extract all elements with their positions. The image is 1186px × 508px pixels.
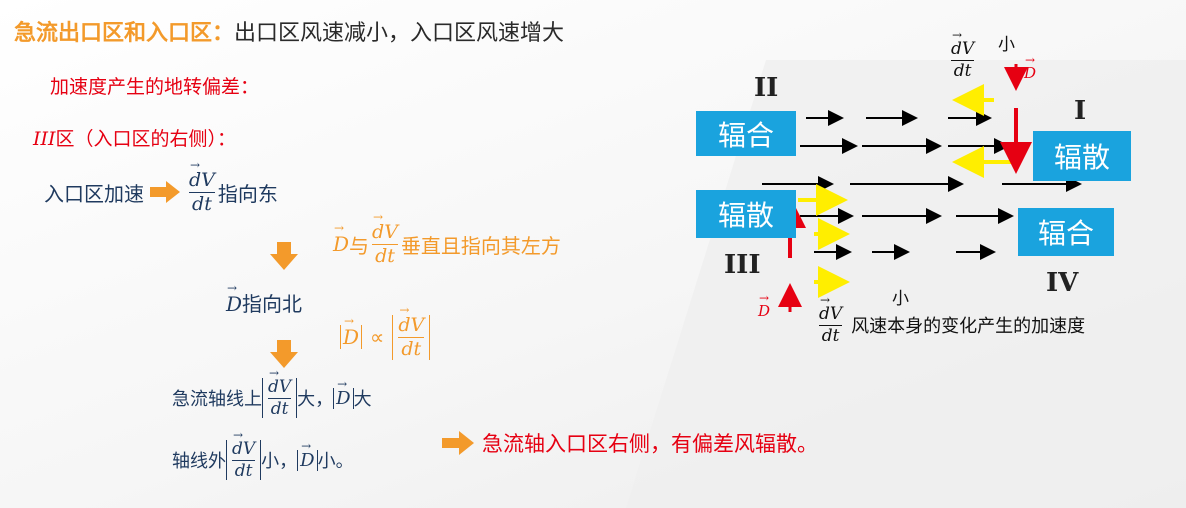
d-label-top: D bbox=[1024, 53, 1036, 82]
d-label-bottom: D bbox=[758, 291, 770, 320]
dv-numerator: dV bbox=[819, 294, 842, 324]
dv-denominator: dt bbox=[401, 337, 422, 360]
step2-mid: 与 bbox=[349, 233, 370, 258]
small-label-top: 小 bbox=[998, 35, 1015, 55]
step6-suffix: 小。 bbox=[317, 451, 354, 473]
convergence-box-bottomright: 辐合 bbox=[1018, 208, 1114, 256]
step5-suffix: 大 bbox=[353, 389, 372, 411]
region-i-label: I bbox=[1074, 96, 1087, 126]
step-6: 轴线外 dV dt 小， D 小。 bbox=[172, 429, 354, 481]
dv-denominator: dt bbox=[234, 460, 253, 481]
divergence-box-topright: 辐散 bbox=[1033, 131, 1131, 181]
abs-d: D bbox=[297, 439, 318, 471]
dv-numerator: dV bbox=[189, 159, 215, 191]
abs-d: D bbox=[333, 377, 354, 409]
abs-dv-dt: dV dt bbox=[262, 367, 298, 419]
legend: dV dt 风速本身的变化产生的加速度 bbox=[816, 294, 1086, 346]
d-symbol: D bbox=[226, 281, 242, 316]
proportional-symbol: ∝ bbox=[370, 325, 385, 350]
d-symbol: D bbox=[1024, 53, 1036, 82]
step-4: D ∝ dV dt bbox=[340, 304, 431, 360]
small-label-bottom: 小 bbox=[892, 289, 909, 309]
subtitle: 加速度产生的地转偏差： bbox=[50, 76, 260, 98]
step-1: 入口区加速 dV dt 指向东 bbox=[44, 159, 278, 215]
region-ii-label: II bbox=[754, 73, 779, 103]
step6-prefix: 轴线外 bbox=[172, 451, 226, 473]
step5-mid: 大， bbox=[297, 389, 334, 411]
dv-denominator: dt bbox=[192, 192, 212, 215]
arrow-right-icon bbox=[150, 181, 180, 204]
dv-numerator: dV bbox=[232, 429, 255, 459]
title-rest: 出口区风速减小，入口区风速增大 bbox=[234, 21, 565, 46]
step-3: D指向北 bbox=[226, 281, 303, 317]
conclusion: 急流轴入口区右侧，有偏差风辐散。 bbox=[440, 428, 818, 458]
jet-entrance-diagram bbox=[762, 64, 1082, 312]
step-2: D 与 dV dt 垂直且指向其左方 bbox=[333, 211, 561, 267]
d-symbol: D bbox=[336, 377, 350, 409]
d-symbol: D bbox=[343, 314, 359, 349]
dv-denominator: dt bbox=[270, 398, 289, 419]
arrow-down-icon bbox=[270, 340, 298, 368]
legend-text: 风速本身的变化产生的加速度 bbox=[851, 316, 1086, 338]
page-title: 急流出口区和入口区：出口区风速减小，入口区风速增大 bbox=[14, 15, 564, 47]
region-roman: III bbox=[33, 128, 56, 150]
dv-dt-fraction: dV dt bbox=[189, 159, 215, 215]
dv-numerator: dV bbox=[372, 211, 398, 243]
step1-prefix: 入口区加速 bbox=[44, 181, 144, 206]
arrow-down-icon bbox=[270, 242, 298, 270]
region-line: III区（入口区的右侧）： bbox=[33, 124, 236, 151]
dv-numerator: dV bbox=[951, 29, 974, 59]
dv-numerator: dV bbox=[268, 367, 291, 397]
region-iii-label: III bbox=[724, 250, 761, 280]
d-symbol: D bbox=[758, 291, 770, 320]
convergence-box-topleft: 辐合 bbox=[696, 111, 796, 156]
region-iv-label: IV bbox=[1046, 268, 1079, 298]
dv-dt-label-top: dV dt bbox=[948, 29, 977, 81]
step2-suffix: 垂直且指向其左方 bbox=[400, 233, 561, 258]
dv-numerator: dV bbox=[398, 304, 424, 336]
title-highlight: 急流出口区和入口区： bbox=[14, 21, 235, 46]
step3-text: 指向北 bbox=[242, 292, 303, 316]
arrow-right-icon bbox=[442, 431, 474, 455]
conclusion-text: 急流轴入口区右侧，有偏差风辐散。 bbox=[482, 432, 818, 456]
step1-suffix: 指向东 bbox=[217, 181, 278, 206]
dv-denominator: dt bbox=[821, 325, 840, 346]
dv-dt-fraction: dV dt bbox=[372, 211, 398, 267]
abs-dv-dt: dV dt bbox=[392, 304, 431, 360]
abs-dv-dt: dV dt bbox=[226, 429, 262, 481]
step-5: 急流轴线上 dV dt 大， D 大 bbox=[172, 367, 372, 419]
abs-d: D bbox=[340, 314, 363, 350]
dv-denominator: dt bbox=[375, 244, 395, 267]
d-symbol: D bbox=[333, 221, 349, 256]
step6-mid: 小， bbox=[261, 451, 298, 473]
dv-denominator: dt bbox=[953, 60, 972, 81]
divergence-box-bottomleft: 辐散 bbox=[696, 190, 796, 238]
region-text: 区（入口区的右侧）： bbox=[55, 128, 237, 150]
step5-prefix: 急流轴线上 bbox=[172, 389, 262, 411]
d-symbol: D bbox=[300, 439, 314, 471]
